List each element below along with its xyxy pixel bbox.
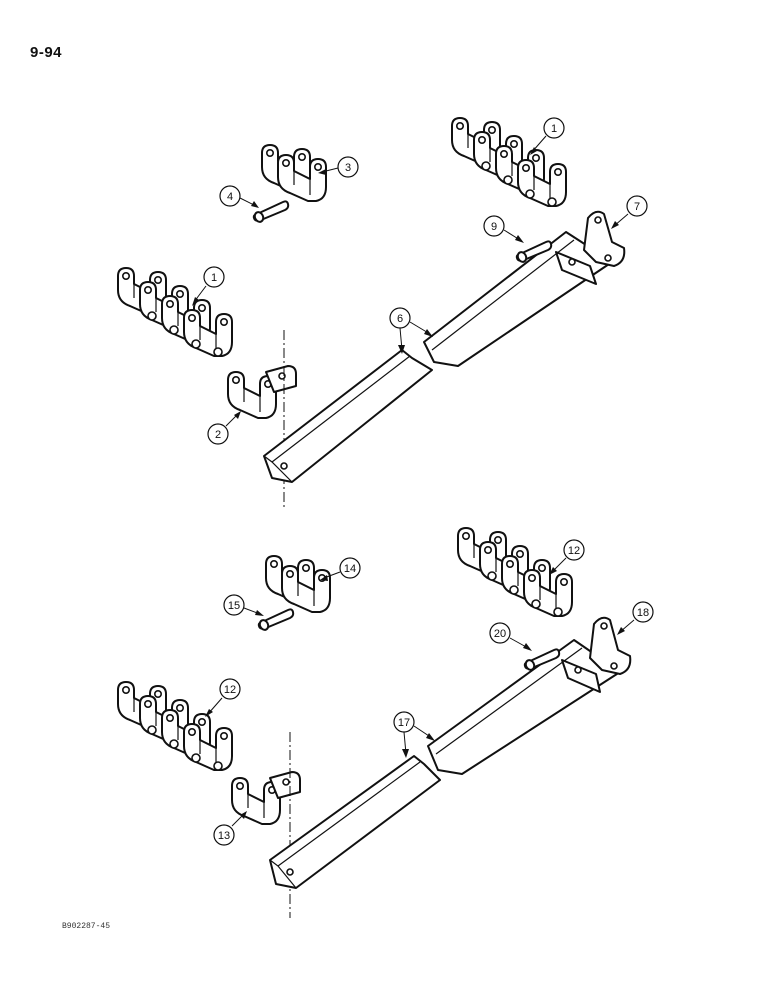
callout-1-top: 1 <box>530 117 565 155</box>
slat-17-left <box>269 755 441 889</box>
slat-6-right <box>423 231 613 367</box>
svg-text:2: 2 <box>215 429 221 441</box>
end-plate-18 <box>589 616 632 675</box>
callout-17: 17 <box>393 711 435 758</box>
callout-14: 14 <box>320 557 361 581</box>
svg-text:14: 14 <box>344 563 356 575</box>
callout-20: 20 <box>489 622 532 651</box>
pin-4 <box>252 200 290 225</box>
svg-text:1: 1 <box>551 123 557 135</box>
callout-4: 4 <box>219 185 259 208</box>
end-plate-7 <box>583 210 626 267</box>
end-link-13 <box>231 771 301 825</box>
svg-text:13: 13 <box>218 830 230 842</box>
svg-text:15: 15 <box>228 600 240 612</box>
svg-text:3: 3 <box>345 162 351 174</box>
svg-text:4: 4 <box>227 191 233 203</box>
svg-text:1: 1 <box>211 272 217 284</box>
svg-text:12: 12 <box>568 545 580 557</box>
svg-text:17: 17 <box>398 717 410 729</box>
callout-2: 2 <box>207 411 241 445</box>
callout-13: 13 <box>213 811 247 846</box>
link-14 <box>265 555 331 613</box>
svg-text:7: 7 <box>634 201 640 213</box>
callout-12-top: 12 <box>549 539 585 575</box>
svg-text:9: 9 <box>491 221 497 233</box>
callout-18: 18 <box>617 601 654 635</box>
chain-lower-left <box>118 682 232 770</box>
link-3 <box>261 144 327 202</box>
callout-12-left: 12 <box>205 678 241 717</box>
svg-text:6: 6 <box>397 313 403 325</box>
callout-1-left: 1 <box>192 266 225 306</box>
callout-7: 7 <box>611 195 648 229</box>
page-number: 9-94 <box>30 44 63 61</box>
callout-9: 9 <box>483 215 524 243</box>
slat-17-right <box>427 639 621 775</box>
pin-15 <box>257 608 295 633</box>
svg-text:18: 18 <box>637 607 649 619</box>
callout-3: 3 <box>318 156 359 178</box>
svg-text:20: 20 <box>494 628 506 640</box>
figure-code: B902287-45 <box>62 922 111 931</box>
callout-6: 6 <box>389 307 433 354</box>
callout-15: 15 <box>223 594 264 616</box>
svg-text:12: 12 <box>224 684 236 696</box>
end-link-2 <box>227 365 297 419</box>
